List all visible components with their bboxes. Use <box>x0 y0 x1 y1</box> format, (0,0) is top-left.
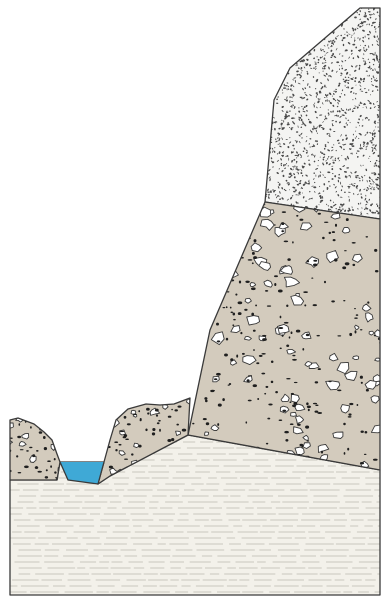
left-bank-deposit <box>4 414 63 480</box>
talus-apron-layer <box>179 199 381 473</box>
cliff-rock-layer <box>260 5 381 223</box>
